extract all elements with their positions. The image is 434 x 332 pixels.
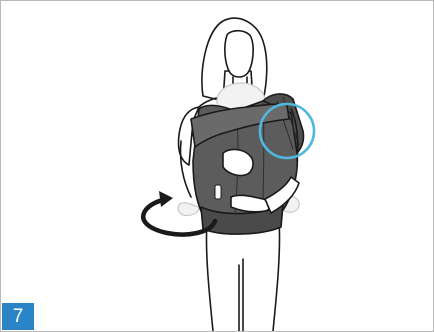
step-number-badge: 7 <box>2 303 34 330</box>
